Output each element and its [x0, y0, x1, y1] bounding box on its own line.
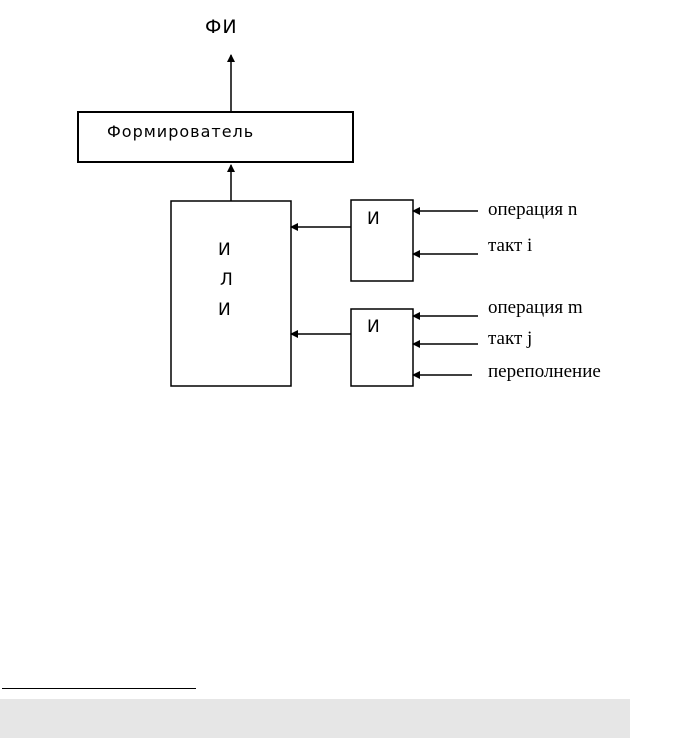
or-gate-label-1: И: [218, 240, 232, 260]
input-label-clock-j: такт j: [488, 328, 533, 349]
shaper-label: Формирователь: [107, 122, 255, 141]
grey-footer-bar: [0, 699, 630, 738]
and-gate-bottom-label: И: [367, 317, 381, 337]
and-gate-bottom-box: [350, 308, 414, 387]
input-label-operation-n: операция n: [488, 199, 578, 220]
output-label: ФИ: [205, 16, 238, 38]
or-gate-label-2: Л: [220, 270, 234, 290]
input-label-operation-m: операция m: [488, 297, 583, 318]
input-label-clock-i: такт i: [488, 235, 533, 256]
and-gate-top-label: И: [367, 209, 381, 229]
footnote-separator: [2, 688, 196, 689]
or-gate-box: [170, 200, 292, 387]
input-label-overflow: переполнение: [488, 361, 601, 382]
and-gate-top-box: [350, 199, 414, 282]
or-gate-label-3: И: [218, 300, 232, 320]
shaper-box: [77, 111, 354, 163]
